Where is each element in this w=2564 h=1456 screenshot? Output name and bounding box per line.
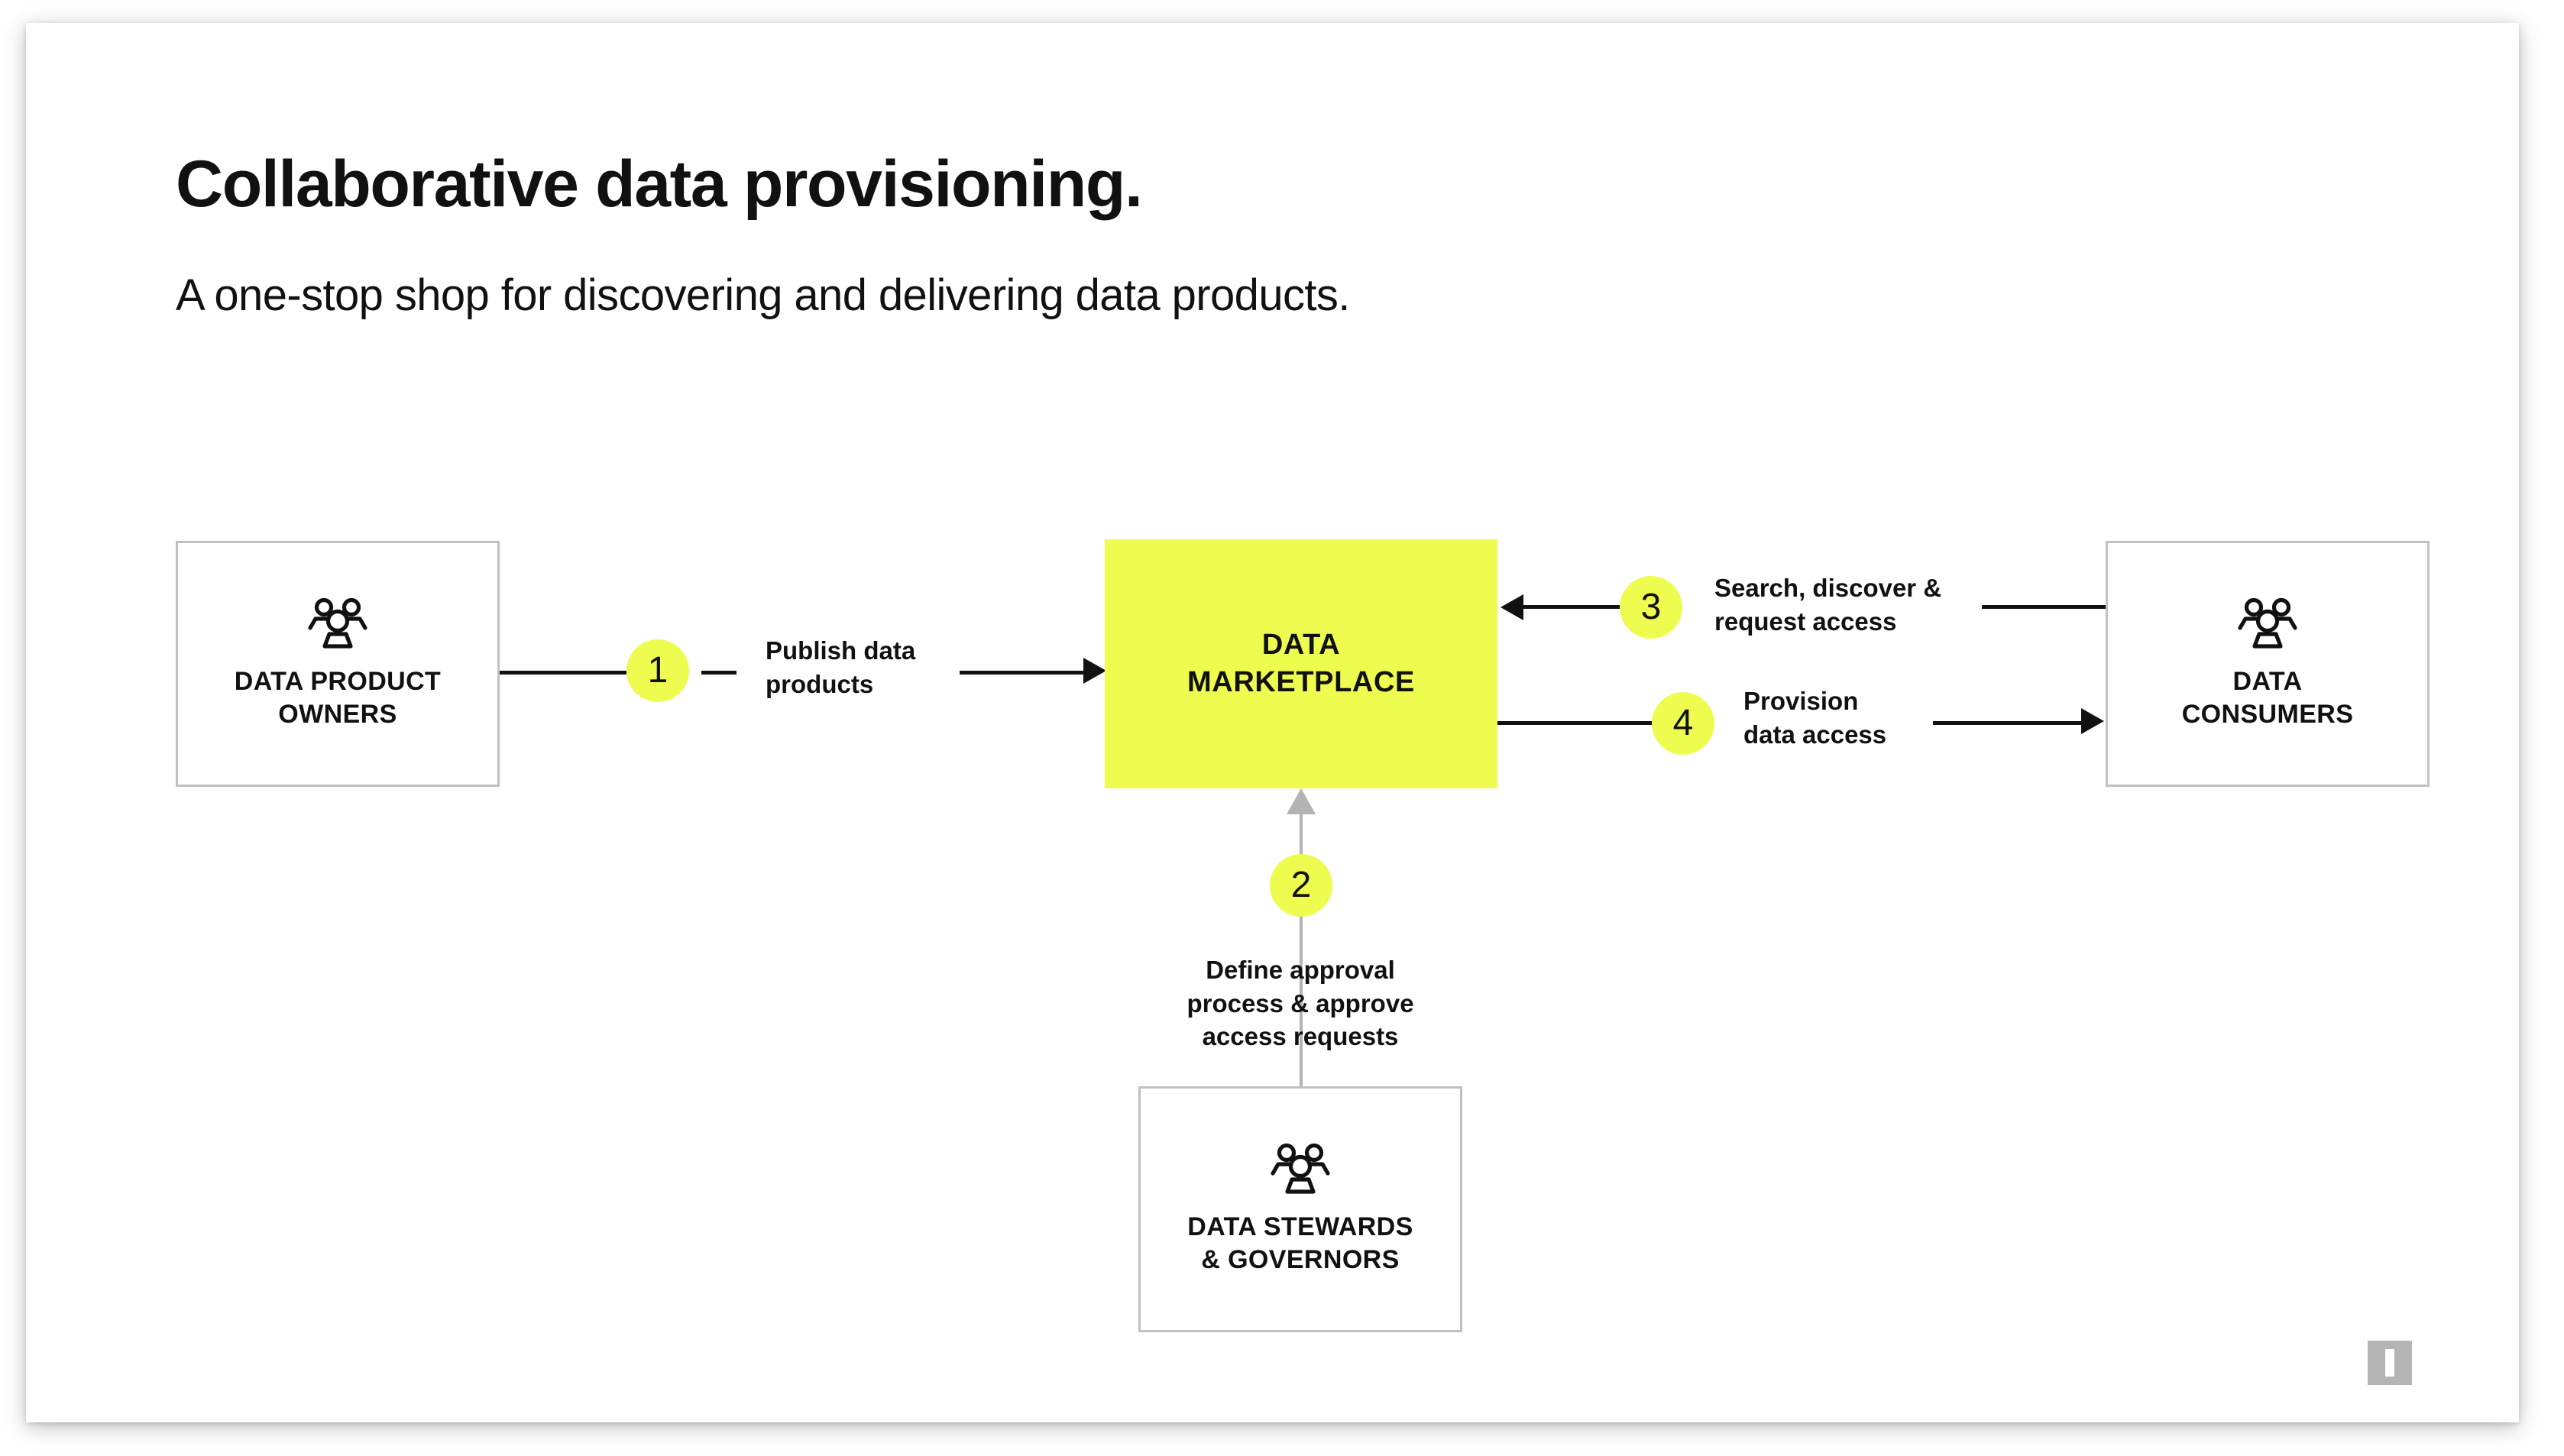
- people-group-icon: [2235, 597, 2300, 653]
- step-caption-3: Search, discover & request access: [1714, 574, 1942, 636]
- step-caption-2: Define approval process & approve access…: [1186, 956, 1414, 1051]
- connector-4-segment-a: [1497, 721, 1653, 725]
- people-group-icon: [1268, 1143, 1332, 1199]
- connector-4-segment-b: [1933, 721, 2083, 725]
- node-data-marketplace[interactable]: DATA MARKETPLACE: [1105, 539, 1497, 788]
- step-badge-4: 4: [1652, 692, 1714, 755]
- step-badge-1-number: 1: [647, 650, 669, 691]
- step-badge-4-number: 4: [1672, 703, 1694, 743]
- page-subtitle: A one-stop shop for discovering and deli…: [176, 270, 1350, 320]
- node-label-data-stewards-governors: DATA STEWARDS & GOVERNORS: [1187, 1212, 1413, 1274]
- logo-mark: [2368, 1341, 2412, 1385]
- node-label-data-consumers: DATA CONSUMERS: [2181, 667, 2354, 729]
- node-data-consumers[interactable]: DATA CONSUMERS: [2106, 541, 2430, 787]
- people-group-icon: [306, 597, 370, 653]
- step-badge-3: 3: [1620, 576, 1682, 639]
- connector-2-line: [1300, 811, 1303, 1086]
- slide-surface: Collaborative data provisioning. A one-s…: [26, 23, 2519, 1422]
- page-title: Collaborative data provisioning.: [176, 147, 1143, 221]
- connector-3-segment-a: [1523, 605, 1621, 609]
- step-badge-3-number: 3: [1640, 587, 1662, 627]
- node-data-product-owners[interactable]: DATA PRODUCT OWNERS: [176, 541, 500, 787]
- connector-1-segment-b: [701, 671, 737, 675]
- connector-1-segment-a: [500, 671, 626, 675]
- node-data-stewards-governors[interactable]: DATA STEWARDS & GOVERNORS: [1138, 1086, 1462, 1332]
- step-badge-1: 1: [626, 639, 689, 702]
- connector-2-arrowhead-icon: [1287, 788, 1316, 814]
- node-label-data-marketplace: DATA MARKETPLACE: [1187, 628, 1415, 698]
- connector-1-arrowhead-icon: [1083, 658, 1106, 684]
- step-badge-2: 2: [1270, 854, 1332, 917]
- connector-1-segment-c: [960, 671, 1085, 675]
- step-badge-2-number: 2: [1290, 865, 1312, 905]
- connector-3-arrowhead-icon: [1501, 594, 1523, 620]
- step-caption-4: Provision data access: [1743, 687, 1887, 749]
- logo-bar-icon: [2385, 1349, 2394, 1377]
- step-caption-1: Publish data products: [766, 636, 916, 698]
- connector-4-arrowhead-icon: [2081, 708, 2104, 734]
- node-label-data-product-owners: DATA PRODUCT OWNERS: [234, 667, 442, 729]
- connector-3-segment-b: [1982, 605, 2106, 609]
